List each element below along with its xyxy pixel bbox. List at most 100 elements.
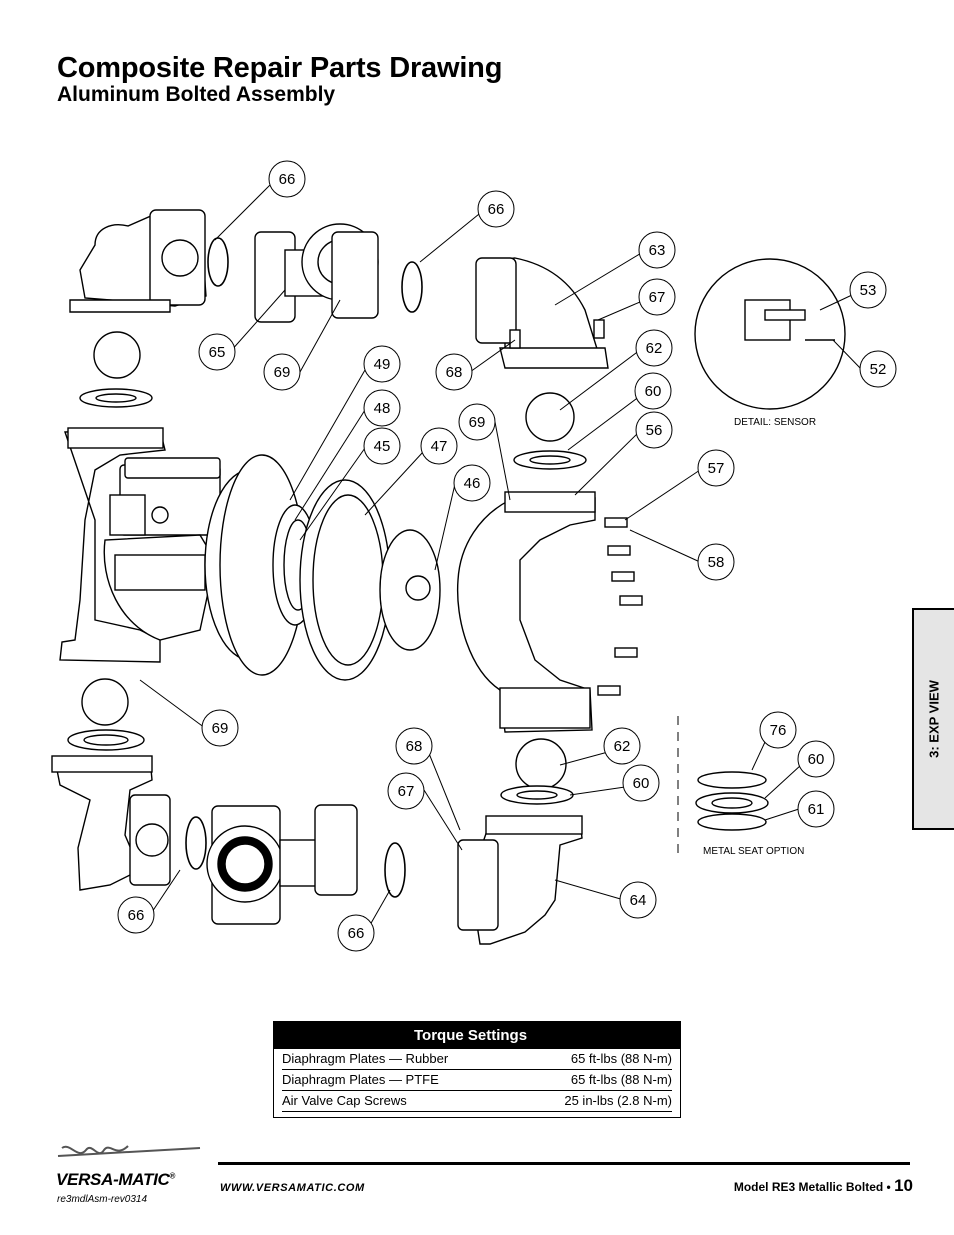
callout-circle xyxy=(759,711,797,749)
table-row: Air Valve Cap Screws 25 in-lbs (2.8 N-m) xyxy=(282,1091,672,1112)
part-callout: 58 xyxy=(697,543,735,581)
callout-circle xyxy=(435,353,473,391)
callout-circle xyxy=(622,764,660,802)
callout-circle xyxy=(797,740,835,778)
callout-number: 69 xyxy=(469,414,486,431)
table-row: Diaphragm Plates — PTFE 65 ft-lbs (88 N-… xyxy=(282,1070,672,1091)
section-tab[interactable]: 3: EXP VIEW xyxy=(912,608,954,830)
part-callout: 46 xyxy=(453,464,491,502)
callout-number: 76 xyxy=(770,722,787,739)
part-callout: 69 xyxy=(458,403,496,441)
callout-number: 68 xyxy=(406,738,423,755)
part-callout: 60 xyxy=(622,764,660,802)
callout-number: 67 xyxy=(398,783,415,800)
callout-circle xyxy=(395,727,433,765)
detail-sensor-caption: DETAIL: SENSOR xyxy=(734,417,816,428)
callout-number: 67 xyxy=(649,289,666,306)
callout-circle xyxy=(263,353,301,391)
part-callout: 69 xyxy=(263,353,301,391)
callout-circle xyxy=(363,345,401,383)
callout-circle xyxy=(387,772,425,810)
callout-circle xyxy=(201,709,239,747)
callout-circle xyxy=(638,231,676,269)
callout-number: 57 xyxy=(708,460,725,477)
part-callout: 64 xyxy=(619,881,657,919)
callout-circle xyxy=(453,464,491,502)
document-reference: re3mdlAsm-rev0314 xyxy=(57,1194,148,1205)
callout-number: 60 xyxy=(645,383,662,400)
callout-number: 47 xyxy=(431,438,448,455)
part-callout: 69 xyxy=(201,709,239,747)
trademark-symbol: ® xyxy=(169,1171,176,1181)
part-callout: 47 xyxy=(420,427,458,465)
callout-circle xyxy=(619,881,657,919)
callout-number: 66 xyxy=(128,907,145,924)
callout-circle xyxy=(635,411,673,449)
callout-circle xyxy=(268,160,306,198)
callout-number: 56 xyxy=(646,422,663,439)
part-callout: 66 xyxy=(117,896,155,934)
footer-divider xyxy=(218,1162,910,1165)
callout-circle xyxy=(859,350,897,388)
callout-circle xyxy=(363,427,401,465)
part-callout: 48 xyxy=(363,389,401,427)
part-callout: 65 xyxy=(198,333,236,371)
callout-circle xyxy=(797,790,835,828)
callout-number: 60 xyxy=(633,775,650,792)
brand-logo: VERSA-MATIC® xyxy=(56,1170,175,1190)
callout-circle xyxy=(458,403,496,441)
part-callout: 63 xyxy=(638,231,676,269)
part-callout: 61 xyxy=(797,790,835,828)
table-row: Diaphragm Plates — Rubber 65 ft-lbs (88 … xyxy=(282,1049,672,1070)
callout-circle xyxy=(603,727,641,765)
part-callout: 68 xyxy=(435,353,473,391)
part-callouts: 66 66 63 67 62 60 56 65 69 49 48 45 47 68 69 46 57 58 53 52… xyxy=(117,160,897,952)
callout-number: 66 xyxy=(279,171,296,188)
callout-number: 61 xyxy=(808,801,825,818)
pump-parts-linework xyxy=(51,209,846,945)
part-callout: 68 xyxy=(395,727,433,765)
callout-circle xyxy=(477,190,515,228)
callout-number: 45 xyxy=(374,438,391,455)
callout-circle xyxy=(638,278,676,316)
callout-circle xyxy=(635,329,673,367)
callout-number: 65 xyxy=(209,344,226,361)
callout-number: 64 xyxy=(630,892,647,909)
section-tab-label: 3: EXP VIEW xyxy=(926,680,942,758)
part-callout: 67 xyxy=(638,278,676,316)
leader-lines xyxy=(139,184,863,926)
torque-item: Air Valve Cap Screws xyxy=(282,1093,407,1108)
callout-number: 52 xyxy=(870,361,887,378)
callout-circle xyxy=(420,427,458,465)
callout-number: 69 xyxy=(212,720,229,737)
callout-number: 66 xyxy=(348,925,365,942)
torque-item: Diaphragm Plates — PTFE xyxy=(282,1072,439,1087)
part-callout: 45 xyxy=(363,427,401,465)
part-callout: 60 xyxy=(634,372,672,410)
part-callout: 49 xyxy=(363,345,401,383)
part-callout: 76 xyxy=(759,711,797,749)
part-callout: 62 xyxy=(603,727,641,765)
callout-circle xyxy=(337,914,375,952)
callout-circle xyxy=(697,543,735,581)
callout-number: 69 xyxy=(274,364,291,381)
model-page-label: Model RE3 Metallic Bolted • 10 xyxy=(734,1176,913,1196)
callout-number: 58 xyxy=(708,554,725,571)
part-callout: 62 xyxy=(635,329,673,367)
page-subtitle: Aluminum Bolted Assembly xyxy=(57,83,336,106)
versa-matic-logo-mark xyxy=(57,1145,201,1157)
torque-value: 65 ft-lbs (88 N-m) xyxy=(570,1072,672,1087)
part-callout: 53 xyxy=(849,271,887,309)
callout-number: 48 xyxy=(374,400,391,417)
part-callout: 57 xyxy=(697,449,735,487)
callout-number: 49 xyxy=(374,356,391,373)
callout-number: 46 xyxy=(464,475,481,492)
callout-number: 68 xyxy=(446,364,463,381)
website-link[interactable]: WWW.VERSAMATIC.COM xyxy=(220,1182,365,1194)
model-name: Model RE3 Metallic Bolted • xyxy=(733,1180,891,1194)
part-callout: 60 xyxy=(797,740,835,778)
part-callout: 66 xyxy=(268,160,306,198)
callout-number: 62 xyxy=(646,340,663,357)
callout-circle xyxy=(697,449,735,487)
part-callout: 66 xyxy=(337,914,375,952)
